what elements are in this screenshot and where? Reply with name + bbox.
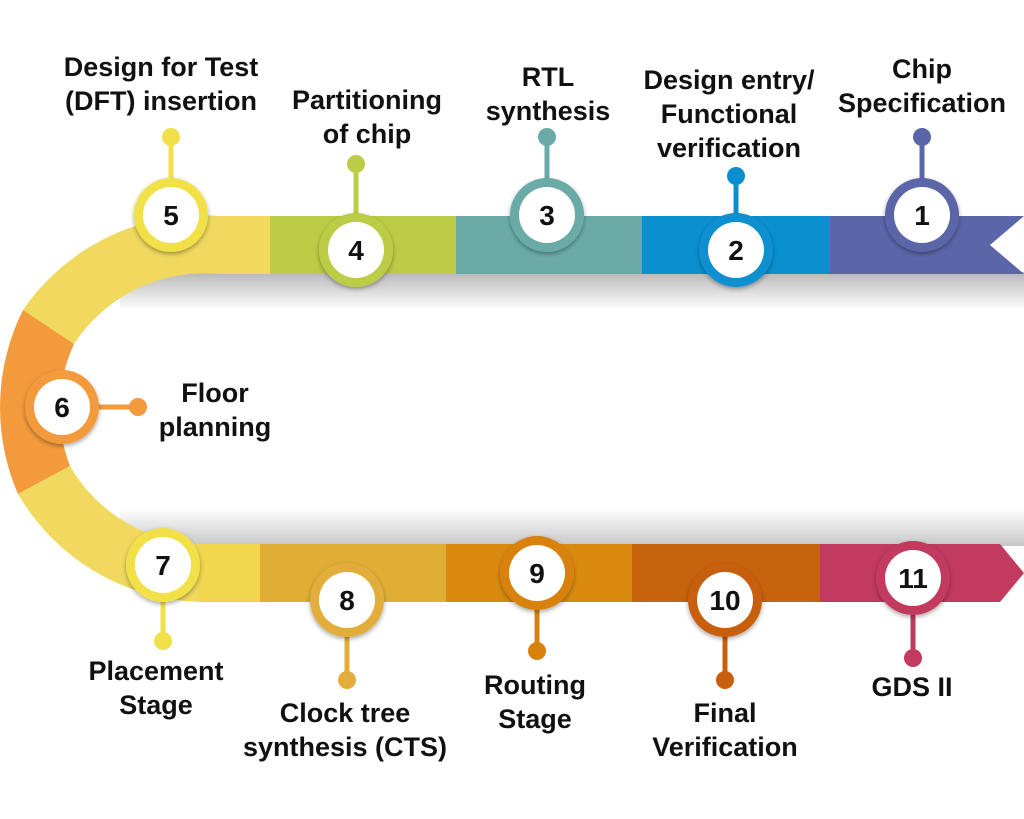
badge-core	[894, 187, 950, 243]
top-band-segment-5	[230, 216, 272, 274]
badge-number: 8	[339, 585, 355, 616]
badge-core	[319, 572, 375, 628]
step-badge-2: 2	[699, 213, 773, 287]
step-badge-3: 3	[510, 178, 584, 252]
connector-dot-11	[904, 649, 922, 667]
bottom-band-shadow	[120, 508, 1024, 546]
connector-dot-4	[347, 155, 365, 173]
step-badge-11: 11	[876, 541, 950, 615]
badge-number: 5	[163, 200, 179, 231]
badge-number: 3	[539, 200, 555, 231]
step-badge-6: 6	[25, 370, 99, 444]
connector-dot-5	[162, 128, 180, 146]
badge-number: 9	[529, 558, 545, 589]
badge-core	[697, 572, 753, 628]
badge-number: 2	[728, 235, 744, 266]
badge-core	[885, 550, 941, 606]
step-label-8: Clock tree synthesis (CTS)	[242, 698, 448, 762]
step-badge-9: 9	[500, 536, 574, 610]
connector-dot-8	[338, 671, 356, 689]
connector-dot-10	[716, 671, 734, 689]
step-badge-1: 1	[885, 178, 959, 252]
connector-dot-6	[129, 398, 147, 416]
step-label-2: Design entry/ Functional verification	[643, 65, 815, 163]
badge-number: 1	[914, 200, 930, 231]
badge-number: 7	[155, 550, 171, 581]
step-badge-10: 10	[688, 563, 762, 637]
step-label-6: Floor planning	[158, 378, 272, 442]
top-band-shadow	[120, 272, 1024, 310]
step-badges: 1 2 3 4 5 6 7 8 9 10 11	[25, 178, 959, 637]
step-badge-5: 5	[134, 178, 208, 252]
step-badge-8: 8	[310, 563, 384, 637]
badge-core	[328, 222, 384, 278]
step-label-1: Chip Specification	[837, 54, 1007, 118]
step-label-10: Final Verification	[652, 698, 798, 762]
badge-core	[509, 545, 565, 601]
connector-dot-3	[538, 128, 556, 146]
badge-number: 11	[898, 563, 928, 594]
badge-core	[708, 222, 764, 278]
step-label-7: Placement Stage	[88, 656, 224, 720]
step-label-3: RTL synthesis	[485, 62, 611, 126]
badge-number: 4	[348, 235, 364, 266]
connector-dot-9	[528, 642, 546, 660]
curve-segment-top	[23, 215, 270, 344]
bottom-band-segment-7	[198, 544, 262, 602]
badge-core	[143, 187, 199, 243]
connector-dot-1	[913, 128, 931, 146]
badge-core	[34, 379, 90, 435]
badge-core	[519, 187, 575, 243]
step-label-9: Routing Stage	[484, 670, 586, 734]
connector-dot-2	[727, 167, 745, 185]
badge-number: 10	[709, 585, 740, 616]
step-badge-7: 7	[126, 528, 200, 602]
step-label-4: Partitioning of chip	[292, 85, 442, 149]
step-label-5: Design for Test (DFT) insertion	[63, 52, 259, 116]
badge-core	[135, 537, 191, 593]
step-badge-4: 4	[319, 213, 393, 287]
step-label-11: GDS II	[871, 672, 953, 702]
badge-number: 6	[54, 392, 70, 423]
connector-dot-7	[154, 632, 172, 650]
